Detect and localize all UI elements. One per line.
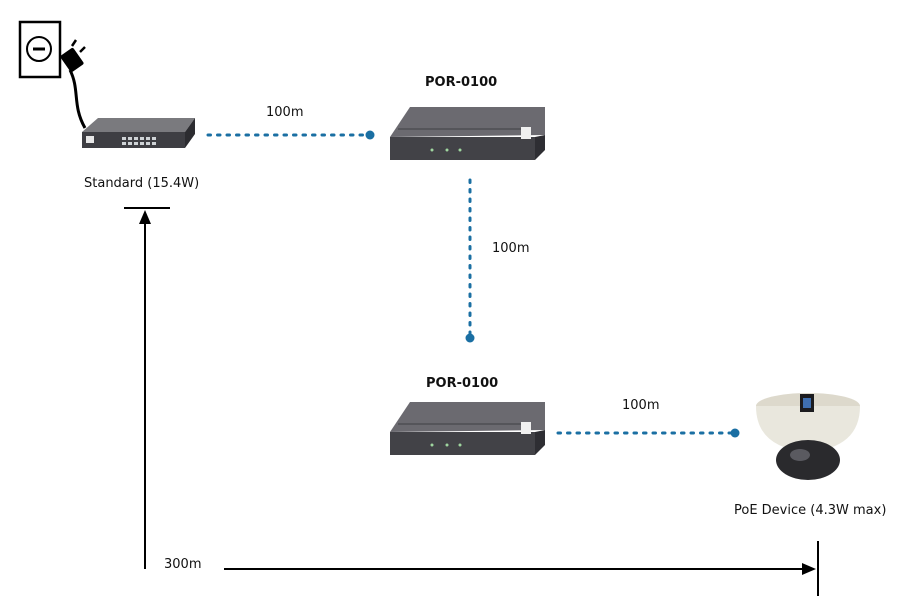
link-repeater-to-device-endpoint: [730, 428, 740, 438]
poe-repeater-icon: [390, 107, 545, 160]
dome-camera-icon: [756, 393, 860, 480]
distance-label-switch-to-repeater: 100m: [266, 105, 304, 120]
total-distance-arrow: [124, 207, 819, 596]
link-switch-to-repeater-endpoint: [365, 130, 375, 140]
network-switch-icon: [82, 118, 195, 148]
power-plug-icon: [60, 39, 87, 129]
link-repeater-to-repeater-endpoint: [465, 333, 475, 343]
repeater-bottom-label: POR-0100: [426, 376, 499, 391]
switch-label: Standard (15.4W): [84, 176, 200, 191]
distance-label-total: 300m: [164, 557, 202, 572]
distance-label-repeater-to-device: 100m: [622, 398, 660, 413]
wall-outlet-icon: [18, 20, 62, 79]
camera-label: PoE Device (4.3W max): [734, 503, 887, 518]
distance-label-repeater-to-repeater: 100m: [492, 241, 530, 256]
repeater-top-label: POR-0100: [425, 75, 498, 90]
poe-repeater-icon: [390, 402, 545, 455]
